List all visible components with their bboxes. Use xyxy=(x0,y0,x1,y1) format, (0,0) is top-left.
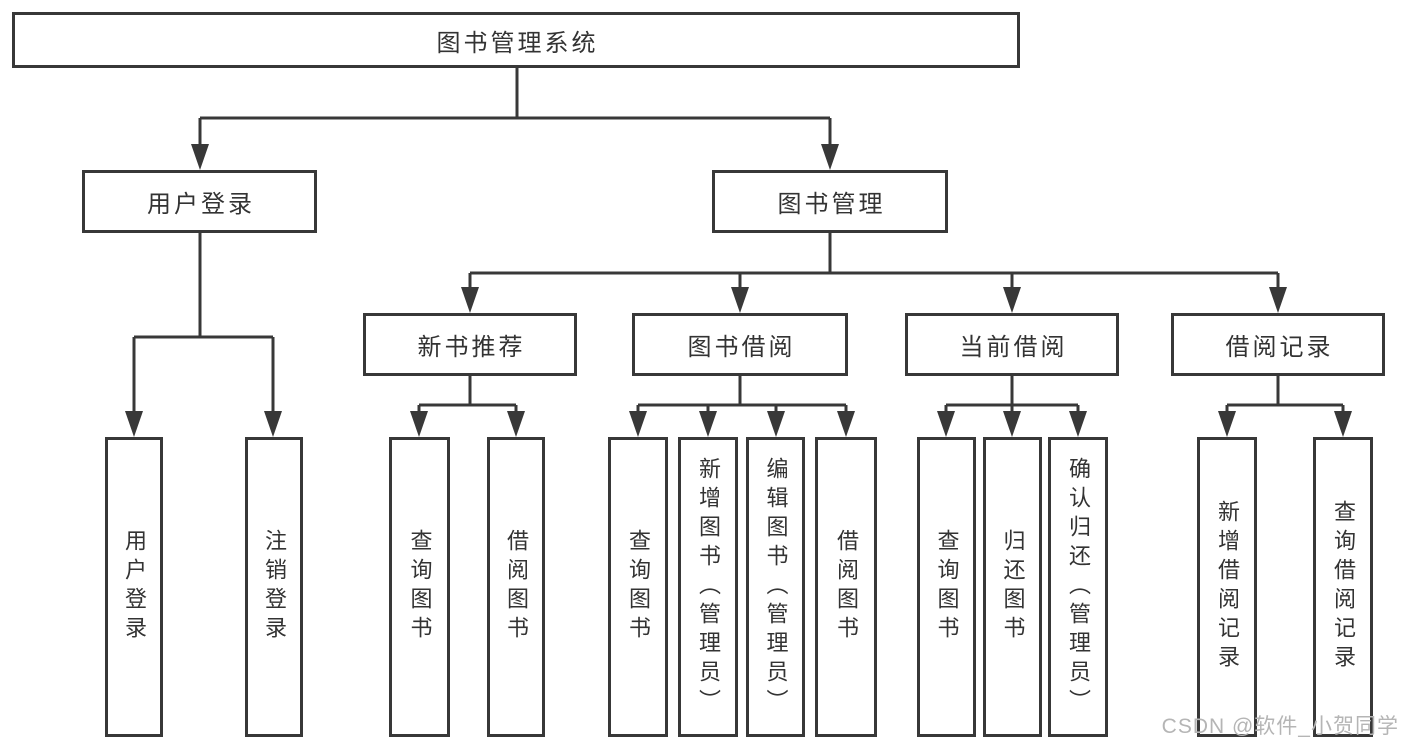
leaf-logout: 注销登录 xyxy=(245,437,303,737)
connector-lines xyxy=(132,68,1345,413)
node-label: 编辑图书（管理员） xyxy=(763,456,789,718)
node-book-borrowing: 图书借阅 xyxy=(632,313,848,376)
leaf-return-books: 归还图书 xyxy=(983,437,1042,737)
leaf-add-book-admin: 新增图书（管理员） xyxy=(678,437,738,737)
arrowhead-icon xyxy=(731,287,749,313)
node-label: 借阅记录 xyxy=(1225,334,1334,361)
arrowhead-icon xyxy=(461,287,479,313)
node-label: 当前借阅 xyxy=(959,334,1068,361)
arrowhead-icon xyxy=(1269,287,1287,313)
arrowhead-icon xyxy=(507,411,525,437)
arrowhead-icon xyxy=(821,144,839,170)
leaf-confirm-return-admin: 确认归还（管理员） xyxy=(1048,437,1108,737)
node-label: 图书管理 xyxy=(777,191,886,218)
node-new-book-recommend: 新书推荐 xyxy=(363,313,577,376)
node-label: 图书借阅 xyxy=(687,334,796,361)
arrowhead-icon xyxy=(1334,411,1352,437)
arrowhead-group xyxy=(125,144,1352,437)
arrowhead-icon xyxy=(837,411,855,437)
arrowhead-icon xyxy=(699,411,717,437)
node-label: 借阅图书 xyxy=(504,529,529,645)
node-book-management: 图书管理 xyxy=(712,170,948,233)
node-system-root: 图书管理系统 xyxy=(12,12,1020,68)
node-label: 新增借阅记录 xyxy=(1215,500,1240,674)
node-label: 图书管理系统 xyxy=(436,29,599,57)
leaf-borrow-books-borrow: 借阅图书 xyxy=(815,437,877,737)
arrowhead-icon xyxy=(264,411,282,437)
leaf-query-borrow-record: 查询借阅记录 xyxy=(1313,437,1373,737)
node-borrowing-records: 借阅记录 xyxy=(1171,313,1385,376)
arrowhead-icon xyxy=(125,411,143,437)
arrowhead-icon xyxy=(1069,411,1087,437)
arrowhead-icon xyxy=(937,411,955,437)
node-label: 新书推荐 xyxy=(417,334,526,361)
node-label: 查询图书 xyxy=(407,529,433,645)
node-label: 查询借阅记录 xyxy=(1331,500,1356,674)
node-label: 归还图书 xyxy=(1000,529,1026,645)
arrowhead-icon xyxy=(1003,411,1021,437)
leaf-query-books-current: 查询图书 xyxy=(917,437,976,737)
arrowhead-icon xyxy=(629,411,647,437)
leaf-query-books-recommend: 查询图书 xyxy=(389,437,450,737)
node-label: 注销登录 xyxy=(262,529,287,645)
arrowhead-icon xyxy=(1218,411,1236,437)
leaf-add-borrow-record: 新增借阅记录 xyxy=(1197,437,1257,737)
node-label: 新增图书（管理员） xyxy=(696,456,721,718)
node-user-login: 用户登录 xyxy=(82,170,317,233)
arrowhead-icon xyxy=(1003,287,1021,313)
arrowhead-icon xyxy=(410,411,428,437)
leaf-user-login: 用户登录 xyxy=(105,437,163,737)
node-current-borrowing: 当前借阅 xyxy=(905,313,1119,376)
node-label: 查询图书 xyxy=(934,529,960,645)
node-label: 确认归还（管理员） xyxy=(1066,456,1091,718)
node-label: 查询图书 xyxy=(626,529,651,645)
leaf-edit-book-admin: 编辑图书（管理员） xyxy=(746,437,805,737)
node-label: 用户登录 xyxy=(147,191,255,218)
arrowhead-icon xyxy=(191,144,209,170)
node-label: 用户登录 xyxy=(122,529,147,645)
arrowhead-icon xyxy=(767,411,785,437)
leaf-query-books-borrow: 查询图书 xyxy=(608,437,668,737)
node-label: 借阅图书 xyxy=(834,529,859,645)
leaf-borrow-books-recommend: 借阅图书 xyxy=(487,437,545,737)
